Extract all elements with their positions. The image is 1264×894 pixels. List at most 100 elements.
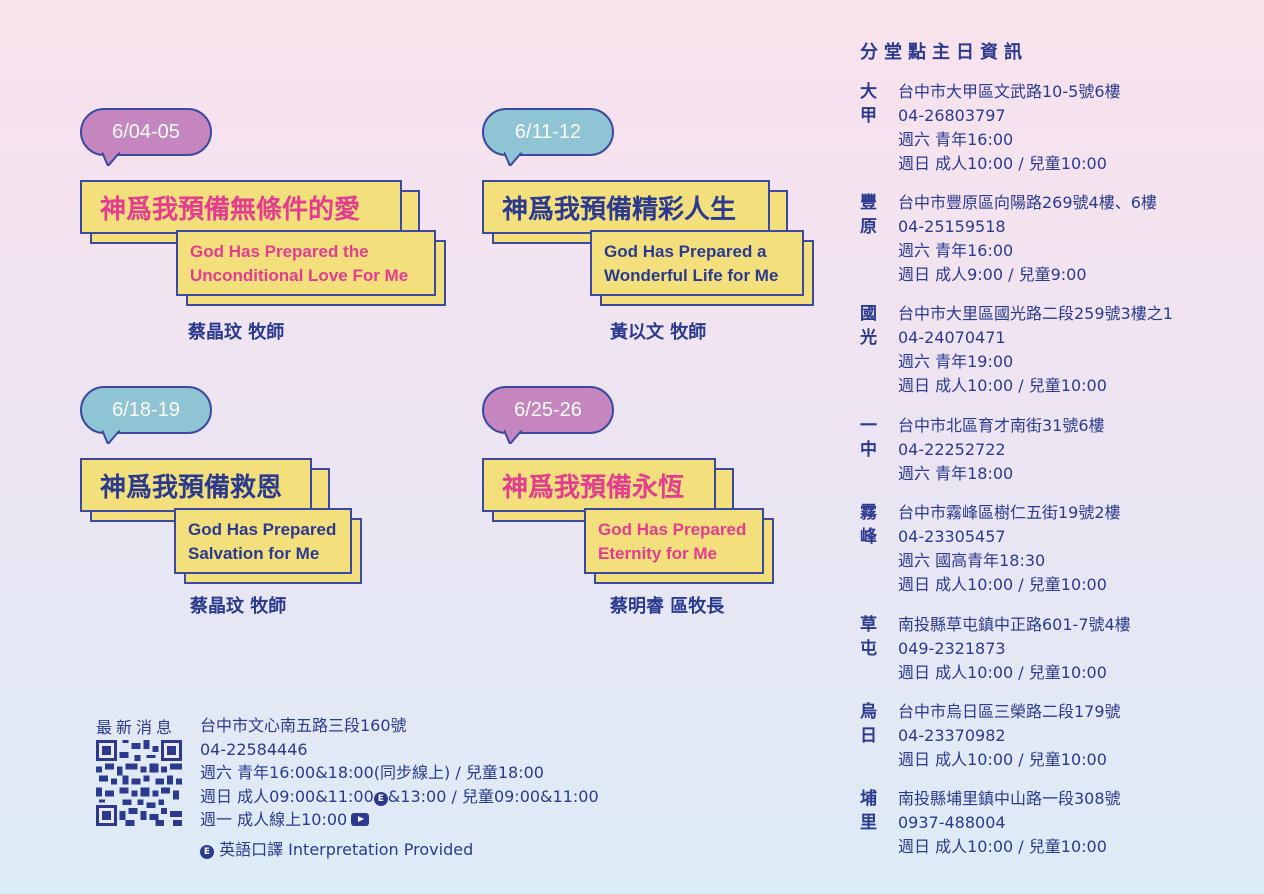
branch-phone: 04-23305457 xyxy=(898,527,1006,546)
branch-name-char: 霧 xyxy=(860,503,877,523)
title-zh: 神爲我預備無條件的愛 xyxy=(80,180,402,234)
date-bubble: 6/18-19 xyxy=(80,386,212,434)
branch-saturday: 週六 青年18:00 xyxy=(898,464,1014,483)
branch-sunday: 週日 成人9:00 / 兒童9:00 xyxy=(898,265,1087,284)
branch-name: 國光 xyxy=(860,302,882,350)
branch-address: 台中市豐原區向陽路269號4樓、6樓 xyxy=(898,193,1157,212)
sermon-card-1: 6/04-05 神爲我預備無條件的愛 God Has Prepared the … xyxy=(80,108,460,348)
bubble-tail-icon xyxy=(504,152,522,166)
speaker: 蔡晶玟 牧師 xyxy=(188,322,285,343)
en-title-line-1: God Has Prepared xyxy=(598,520,747,539)
en-title-line-1: God Has Prepared xyxy=(188,520,337,539)
main-sunday-b: &13:00 / 兒童09:00&11:00 xyxy=(387,786,599,806)
branch-sunday: 週日 成人10:00 / 兒童10:00 xyxy=(898,837,1107,856)
main-monday-text: 週一 成人線上10:00 xyxy=(200,810,348,829)
bubble-tail-icon xyxy=(102,430,120,444)
branch-info: 台中市烏日區三榮路二段179號 04-23370982 週日 成人10:00 /… xyxy=(898,700,1121,772)
branch-name: 大甲 xyxy=(860,80,882,128)
branch-phone: 0937-488004 xyxy=(898,813,1006,832)
interpretation-text: 英語口譯 Interpretation Provided xyxy=(219,840,474,859)
branch-phone: 04-25159518 xyxy=(898,217,1006,236)
main-sunday-a: 週日 成人09:00&11:00 xyxy=(200,786,374,806)
branch-name: 霧峰 xyxy=(860,501,882,549)
branch-name-char: 豐 xyxy=(860,193,877,213)
en-title: God Has Prepared a Wonderful Life for Me xyxy=(590,230,804,296)
date-bubble: 6/04-05 xyxy=(80,108,212,156)
branch-name-char: 烏 xyxy=(860,702,877,722)
en-title-line-2: Salvation for Me xyxy=(188,544,320,563)
branch-name-char: 一 xyxy=(860,416,877,436)
title-zh: 神爲我預備救恩 xyxy=(80,458,312,512)
branch-address: 台中市烏日區三榮路二段179號 xyxy=(898,702,1121,721)
en-title: God Has Prepared Salvation for Me xyxy=(174,508,352,574)
en-title-line-1: God Has Prepared the xyxy=(190,242,369,261)
title-zh: 神爲我預備精彩人生 xyxy=(482,180,770,234)
main-campus-info: 台中市文心南五路三段160號 04-22584446 週六 青年16:00&18… xyxy=(200,714,599,832)
date-text: 6/25-26 xyxy=(514,398,582,421)
en-title: God Has Prepared Eternity for Me xyxy=(584,508,764,574)
branch-info: 台中市大里區國光路二段259號3樓之1 04-24070471 週六 青年19:… xyxy=(898,302,1173,398)
bubble-tail-icon xyxy=(102,152,120,166)
branch-address: 台中市霧峰區樹仁五街19號2樓 xyxy=(898,503,1121,522)
branch-address: 南投縣埔里鎮中山路一段308號 xyxy=(898,789,1121,808)
branch-sunday: 週日 成人10:00 / 兒童10:00 xyxy=(898,154,1107,173)
branch-name: 豐原 xyxy=(860,191,882,239)
branch-address: 台中市大里區國光路二段259號3樓之1 xyxy=(898,304,1173,323)
branch-name: 埔里 xyxy=(860,787,882,835)
branch-info: 台中市大甲區文武路10-5號6樓 04-26803797 週六 青年16:00 … xyxy=(898,80,1121,176)
branch-phone: 049-2321873 xyxy=(898,639,1006,658)
sermon-card-3: 6/18-19 神爲我預備救恩 God Has Prepared Salvati… xyxy=(80,386,460,626)
english-interpretation-icon: E xyxy=(200,845,214,859)
branch-saturday: 週六 青年16:00 xyxy=(898,130,1014,149)
branch-name-char: 草 xyxy=(860,615,877,635)
en-title-line-1: God Has Prepared a xyxy=(604,242,767,261)
speaker: 蔡晶玟 牧師 xyxy=(190,596,287,617)
en-title: God Has Prepared the Unconditional Love … xyxy=(176,230,436,296)
branch-name-char: 中 xyxy=(860,440,877,460)
main-saturday: 週六 青年16:00&18:00(同步線上) / 兒童18:00 xyxy=(200,763,544,782)
en-title-line-2: Eternity for Me xyxy=(598,544,718,563)
branch-name-char: 國 xyxy=(860,304,877,324)
main-monday: 週一 成人線上10:00 xyxy=(200,808,599,832)
youtube-icon[interactable] xyxy=(351,813,370,826)
branch-sunday: 週日 成人10:00 / 兒童10:00 xyxy=(898,663,1107,682)
branch-info: 南投縣草屯鎮中正路601-7號4樓 049-2321873 週日 成人10:00… xyxy=(898,613,1131,685)
branch-name-char: 屯 xyxy=(860,639,877,659)
branch-name-char: 甲 xyxy=(860,106,877,126)
date-text: 6/18-19 xyxy=(112,398,180,421)
bubble-tail-icon xyxy=(504,430,522,444)
branch-info: 台中市北區育才南街31號6樓 04-22252722 週六 青年18:00 xyxy=(898,414,1105,486)
branch-info: 台中市霧峰區樹仁五街19號2樓 04-23305457 週六 國高青年18:30… xyxy=(898,501,1121,597)
branch-address: 南投縣草屯鎮中正路601-7號4樓 xyxy=(898,615,1131,634)
branch-name-char: 大 xyxy=(860,82,877,102)
interpretation-note: E 英語口譯 Interpretation Provided xyxy=(200,836,473,860)
branch-name: 烏日 xyxy=(860,700,882,748)
branch-name-char: 光 xyxy=(860,328,877,348)
branch-address: 台中市北區育才南街31號6樓 xyxy=(898,416,1105,435)
speaker: 蔡明睿 區牧長 xyxy=(610,596,725,617)
branch-phone: 04-24070471 xyxy=(898,328,1006,347)
english-interpretation-icon: E xyxy=(373,791,388,806)
branch-phone: 04-23370982 xyxy=(898,726,1006,745)
qr-code-icon[interactable] xyxy=(96,740,182,826)
sermon-card-2: 6/11-12 神爲我預備精彩人生 God Has Prepared a Won… xyxy=(482,108,862,348)
branch-phone: 04-22252722 xyxy=(898,440,1006,459)
date-text: 6/04-05 xyxy=(112,120,180,143)
main-address: 台中市文心南五路三段160號 xyxy=(200,716,407,735)
main-phone: 04-22584446 xyxy=(200,739,308,759)
date-text: 6/11-12 xyxy=(514,120,582,143)
en-title-line-2: Wonderful Life for Me xyxy=(604,266,779,285)
branches-title: 分堂點主日資訊 xyxy=(860,42,1028,63)
speaker: 黃以文 牧師 xyxy=(610,322,707,343)
branch-name-char: 埔 xyxy=(860,789,877,809)
branch-name-char: 里 xyxy=(860,813,877,833)
branch-address: 台中市大甲區文武路10-5號6樓 xyxy=(898,82,1121,101)
branch-sunday: 週日 成人10:00 / 兒童10:00 xyxy=(898,575,1107,594)
news-label: 最新消息 xyxy=(96,718,177,737)
branch-sunday: 週日 成人10:00 / 兒童10:00 xyxy=(898,376,1107,395)
branch-phone: 04-26803797 xyxy=(898,106,1006,125)
title-zh: 神爲我預備永恆 xyxy=(482,458,716,512)
branch-saturday: 週六 青年16:00 xyxy=(898,241,1014,260)
branch-saturday: 週六 國高青年18:30 xyxy=(898,551,1046,570)
